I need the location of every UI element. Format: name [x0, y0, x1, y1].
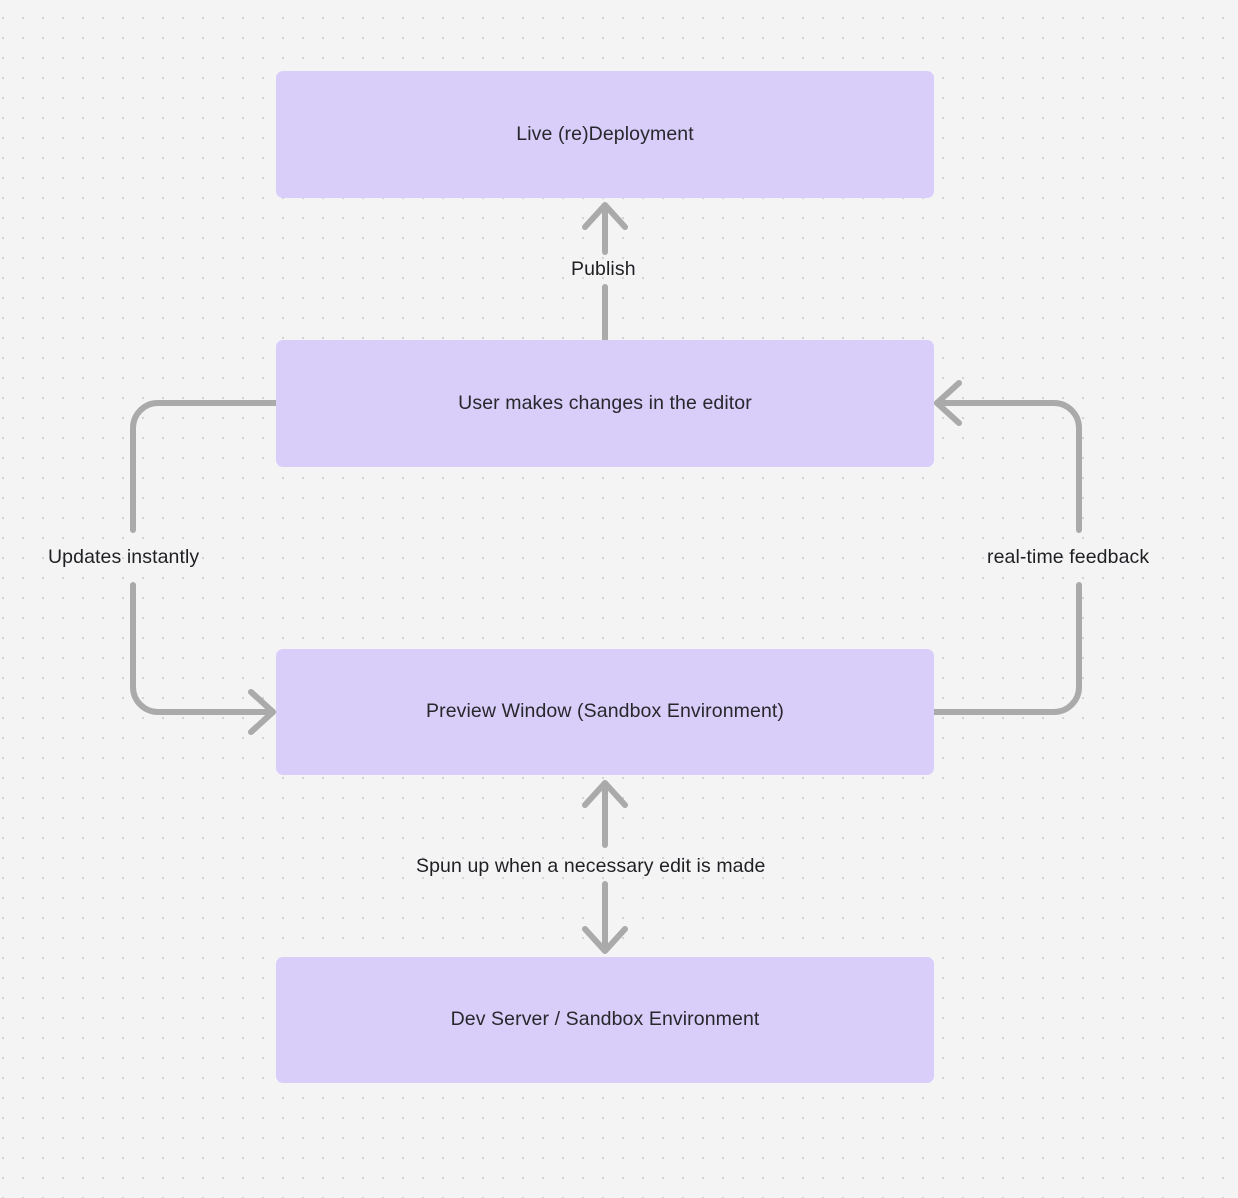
node-label: User makes changes in the editor [458, 391, 752, 414]
edge-label-real-time-feedback: real-time feedback [987, 546, 1150, 568]
edge-label-spun-up: Spun up when a necessary edit is made [416, 855, 766, 877]
node-label: Preview Window (Sandbox Environment) [426, 700, 784, 723]
node-dev-server[interactable]: Dev Server / Sandbox Environment [276, 957, 934, 1083]
node-label: Dev Server / Sandbox Environment [450, 1008, 760, 1031]
node-user-makes-changes[interactable]: User makes changes in the editor [276, 340, 934, 467]
node-preview-window[interactable]: Preview Window (Sandbox Environment) [276, 649, 934, 775]
edge-label-publish: Publish [571, 258, 636, 280]
node-label: Live (re)Deployment [516, 122, 694, 145]
edge-label-updates-instantly: Updates instantly [48, 546, 200, 568]
node-live-redeployment[interactable]: Live (re)Deployment [276, 71, 934, 198]
